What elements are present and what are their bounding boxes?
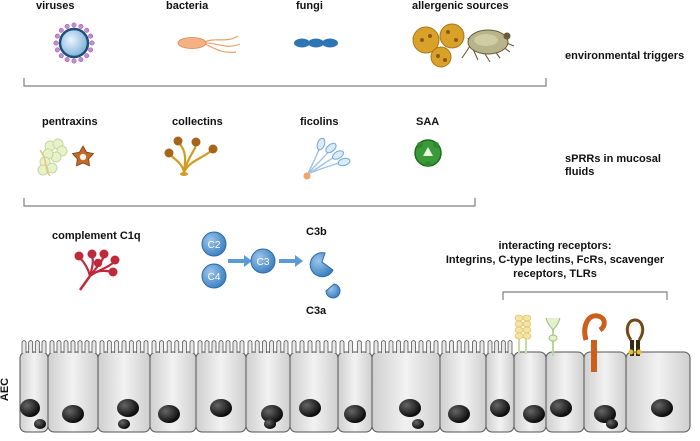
epithelial-cell: [545, 351, 585, 433]
environmental-triggers-label: environmental triggers: [565, 50, 685, 62]
receptors-line3: receptors, TLRs: [513, 268, 597, 280]
receptors-line2: Integrins, C-type lectins, FcRs, scaveng…: [445, 254, 665, 266]
c3a-icon: [325, 283, 341, 299]
epithelial-cell: [245, 340, 291, 433]
saa-label: SAA: [416, 116, 440, 128]
c3b-label: C3b: [306, 226, 327, 238]
basal-nucleus: [34, 419, 46, 429]
epithelial-cell: [625, 351, 691, 433]
receptors-bracket: [502, 291, 668, 300]
pentraxin-pentamer-icon: [71, 145, 95, 167]
aec-label: AEC: [0, 377, 12, 402]
fungi-label: fungi: [296, 0, 323, 12]
basal-nucleus: [264, 419, 276, 429]
c3-label: C3: [257, 257, 270, 268]
c2-circle: C2: [201, 231, 227, 257]
ficolin-icon: [303, 137, 351, 180]
airway-epithelium: [19, 340, 691, 433]
environmental-triggers-bracket: [23, 78, 547, 87]
integrin-receptor-icon: [514, 314, 532, 354]
arrow-right-icon: [279, 255, 303, 267]
c1q-icon: [74, 249, 120, 291]
saa-icon: [414, 139, 442, 167]
basal-nucleus: [412, 419, 424, 429]
complement-c1q-label: complement C1q: [52, 230, 141, 242]
epithelial-cell: [97, 340, 151, 433]
sprrs-mucosal-fluids-label: sPRRs in mucosal fluids: [565, 153, 661, 178]
collectins-label: collectins: [172, 116, 223, 128]
basal-nucleus: [118, 419, 130, 429]
sprr-bracket: [23, 198, 476, 207]
epithelial-cell: [289, 340, 339, 433]
epithelial-cell: [47, 340, 99, 433]
c3b-icon: [309, 252, 334, 278]
allergenic-sources-label: allergenic sources: [412, 0, 509, 12]
c3-circle: C3: [250, 248, 276, 274]
bacteria-icon: [177, 35, 241, 53]
c3a-label: C3a: [306, 305, 327, 317]
dust-mite-icon: [461, 29, 515, 63]
epithelial-cell: [149, 340, 197, 433]
epithelial-cell: [371, 340, 441, 433]
ficolins-label: ficolins: [300, 116, 339, 128]
epithelial-cell: [337, 340, 373, 433]
c4-circle: C4: [201, 263, 227, 289]
arrow-right-icon: [228, 255, 252, 267]
epithelial-cell: [19, 340, 49, 433]
epithelial-cell: [439, 340, 487, 433]
epithelial-cell: [583, 351, 627, 433]
basal-nucleus: [606, 419, 618, 429]
epithelial-cell: [195, 340, 247, 433]
c2-label: C2: [208, 240, 221, 251]
epithelial-cell: [485, 340, 515, 433]
pentraxins-label: pentraxins: [42, 116, 98, 128]
c4-label: C4: [208, 272, 221, 283]
bacteria-label: bacteria: [166, 0, 209, 12]
pollen-icon: [412, 23, 465, 68]
receptors-title: interacting receptors:: [498, 240, 612, 252]
pentraxin-icon: [37, 138, 68, 177]
viruses-label: viruses: [36, 0, 75, 12]
epithelial-cell: [513, 351, 547, 433]
fc-receptor-icon: [582, 313, 607, 372]
c-type-lectin-receptor-icon: [545, 317, 561, 356]
fungi-icon: [294, 38, 338, 48]
collectin-icon: [164, 136, 218, 176]
virus-icon: [53, 22, 95, 64]
scavenger-tlr-receptor-icon: [625, 318, 645, 356]
